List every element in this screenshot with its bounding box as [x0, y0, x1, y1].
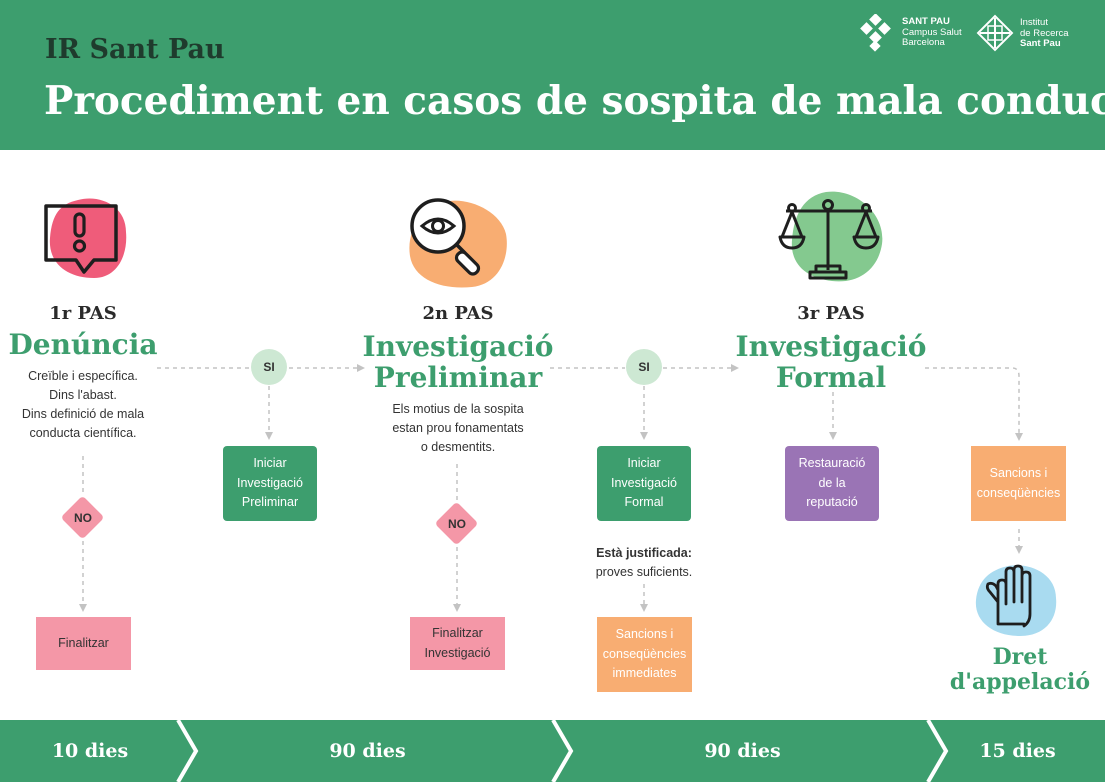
scales-justice-icon — [778, 191, 883, 282]
institut-logo-text: Institut de Recerca Sant Pau — [1020, 17, 1069, 49]
santpau-logo-text: SANT PAU Campus Salut Barcelona — [902, 16, 962, 48]
institut-logo-icon — [976, 14, 1014, 52]
justified-note: Està justificada: proves suficients. — [595, 546, 693, 579]
page-title: Procediment en casos de sospita de mala … — [44, 78, 1105, 124]
step-2-name: Investigació Preliminar — [362, 330, 554, 394]
step-1-label: 1r PAS — [49, 303, 117, 324]
brand-name: IR Sant Pau — [45, 34, 225, 65]
santpau-logo-icon — [860, 14, 891, 52]
no-decision-2: NO — [434, 501, 479, 546]
yes-decision-2: SI — [626, 349, 662, 385]
finish-box: Finalitzar — [36, 617, 131, 670]
step-3-name: Investigació Formal — [735, 330, 927, 394]
appeal-right-label: Dret d'appelació — [949, 644, 1091, 695]
timeline-chevrons — [176, 720, 949, 782]
duration-step-1: 10 dies — [51, 740, 129, 762]
step-2-description: Els motius de la sospita estan prou fona… — [392, 402, 524, 454]
alert-bubble-icon — [44, 198, 127, 278]
step-3-label: 3r PAS — [797, 303, 865, 324]
duration-appeal: 15 dies — [979, 740, 1056, 762]
step-2-label: 2n PAS — [422, 303, 494, 324]
raised-hand-icon — [975, 564, 1057, 636]
duration-step-3: 90 dies — [704, 740, 781, 762]
no-decision-1: NO — [60, 495, 105, 540]
magnifier-eye-icon — [409, 198, 507, 288]
duration-step-2: 90 dies — [329, 740, 406, 762]
header-banner — [0, 0, 1105, 150]
yes-decision-1: SI — [251, 349, 287, 385]
step-1-description: Creïble i específica. Dins l'abast. Dins… — [21, 369, 145, 440]
step-1-name: Denúncia — [8, 328, 158, 361]
